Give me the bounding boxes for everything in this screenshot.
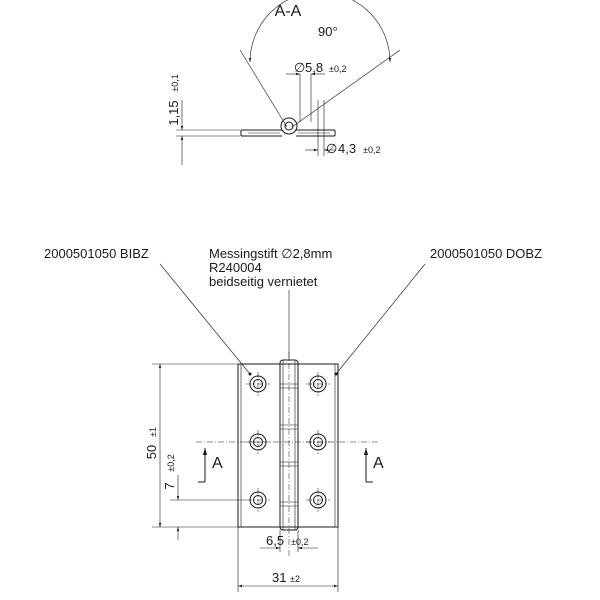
hole-dia-symbol: ∅ [326,141,337,156]
pin-label-line2: R240004 [209,260,262,275]
pin-dia-symbol: ∅ [294,60,305,75]
leader-right [335,263,426,375]
section-title: A-A [275,3,302,20]
section-mark-left: A [212,455,223,472]
knuckle-tol: ±0,2 [291,537,308,547]
labels: 2000501050 BIBZ 2000501050 DOBZ Messings… [44,246,542,376]
front-view: A A 50 ±1 7 ±0,2 6,5 ±0,2 31 ±2 [144,352,384,592]
knuckle-value: 6,5 [266,533,284,548]
hinge-outline [237,363,339,528]
angle-arc [248,0,392,63]
section-view: A-A 90° ∅ 5,8 ±0,2 ∅ 4,3 ±0,2 [166,0,401,165]
hole-dia-tol: ±0,2 [363,145,380,155]
section-leaves [240,129,336,137]
pin-label-line3: beidseitig vernietet [209,274,318,289]
section-mark-right: A [373,455,384,472]
edge-tol: ±0,2 [166,454,176,471]
right-part-label: 2000501050 DOBZ [430,246,542,261]
height-value: 50 [144,445,159,459]
thickness-value: 1,15 [166,100,181,125]
width-value: 31 [272,570,286,585]
angle-label: 90° [318,24,338,39]
pin-dia-value: 5,8 [305,60,323,75]
width-tol: ±2 [290,574,300,584]
leader-left [159,263,251,375]
thickness-tol: ±0,1 [170,74,180,91]
pin-dia-tol: ±0,2 [329,64,346,74]
pin-label-line1: Messingstift ∅2,8mm [209,246,332,261]
left-part-label: 2000501050 BIBZ [44,246,149,261]
section-knuckle [280,117,298,135]
hole-dia-value: 4,3 [338,141,356,156]
height-tol: ±1 [148,427,158,437]
edge-value: 7 [162,482,177,489]
